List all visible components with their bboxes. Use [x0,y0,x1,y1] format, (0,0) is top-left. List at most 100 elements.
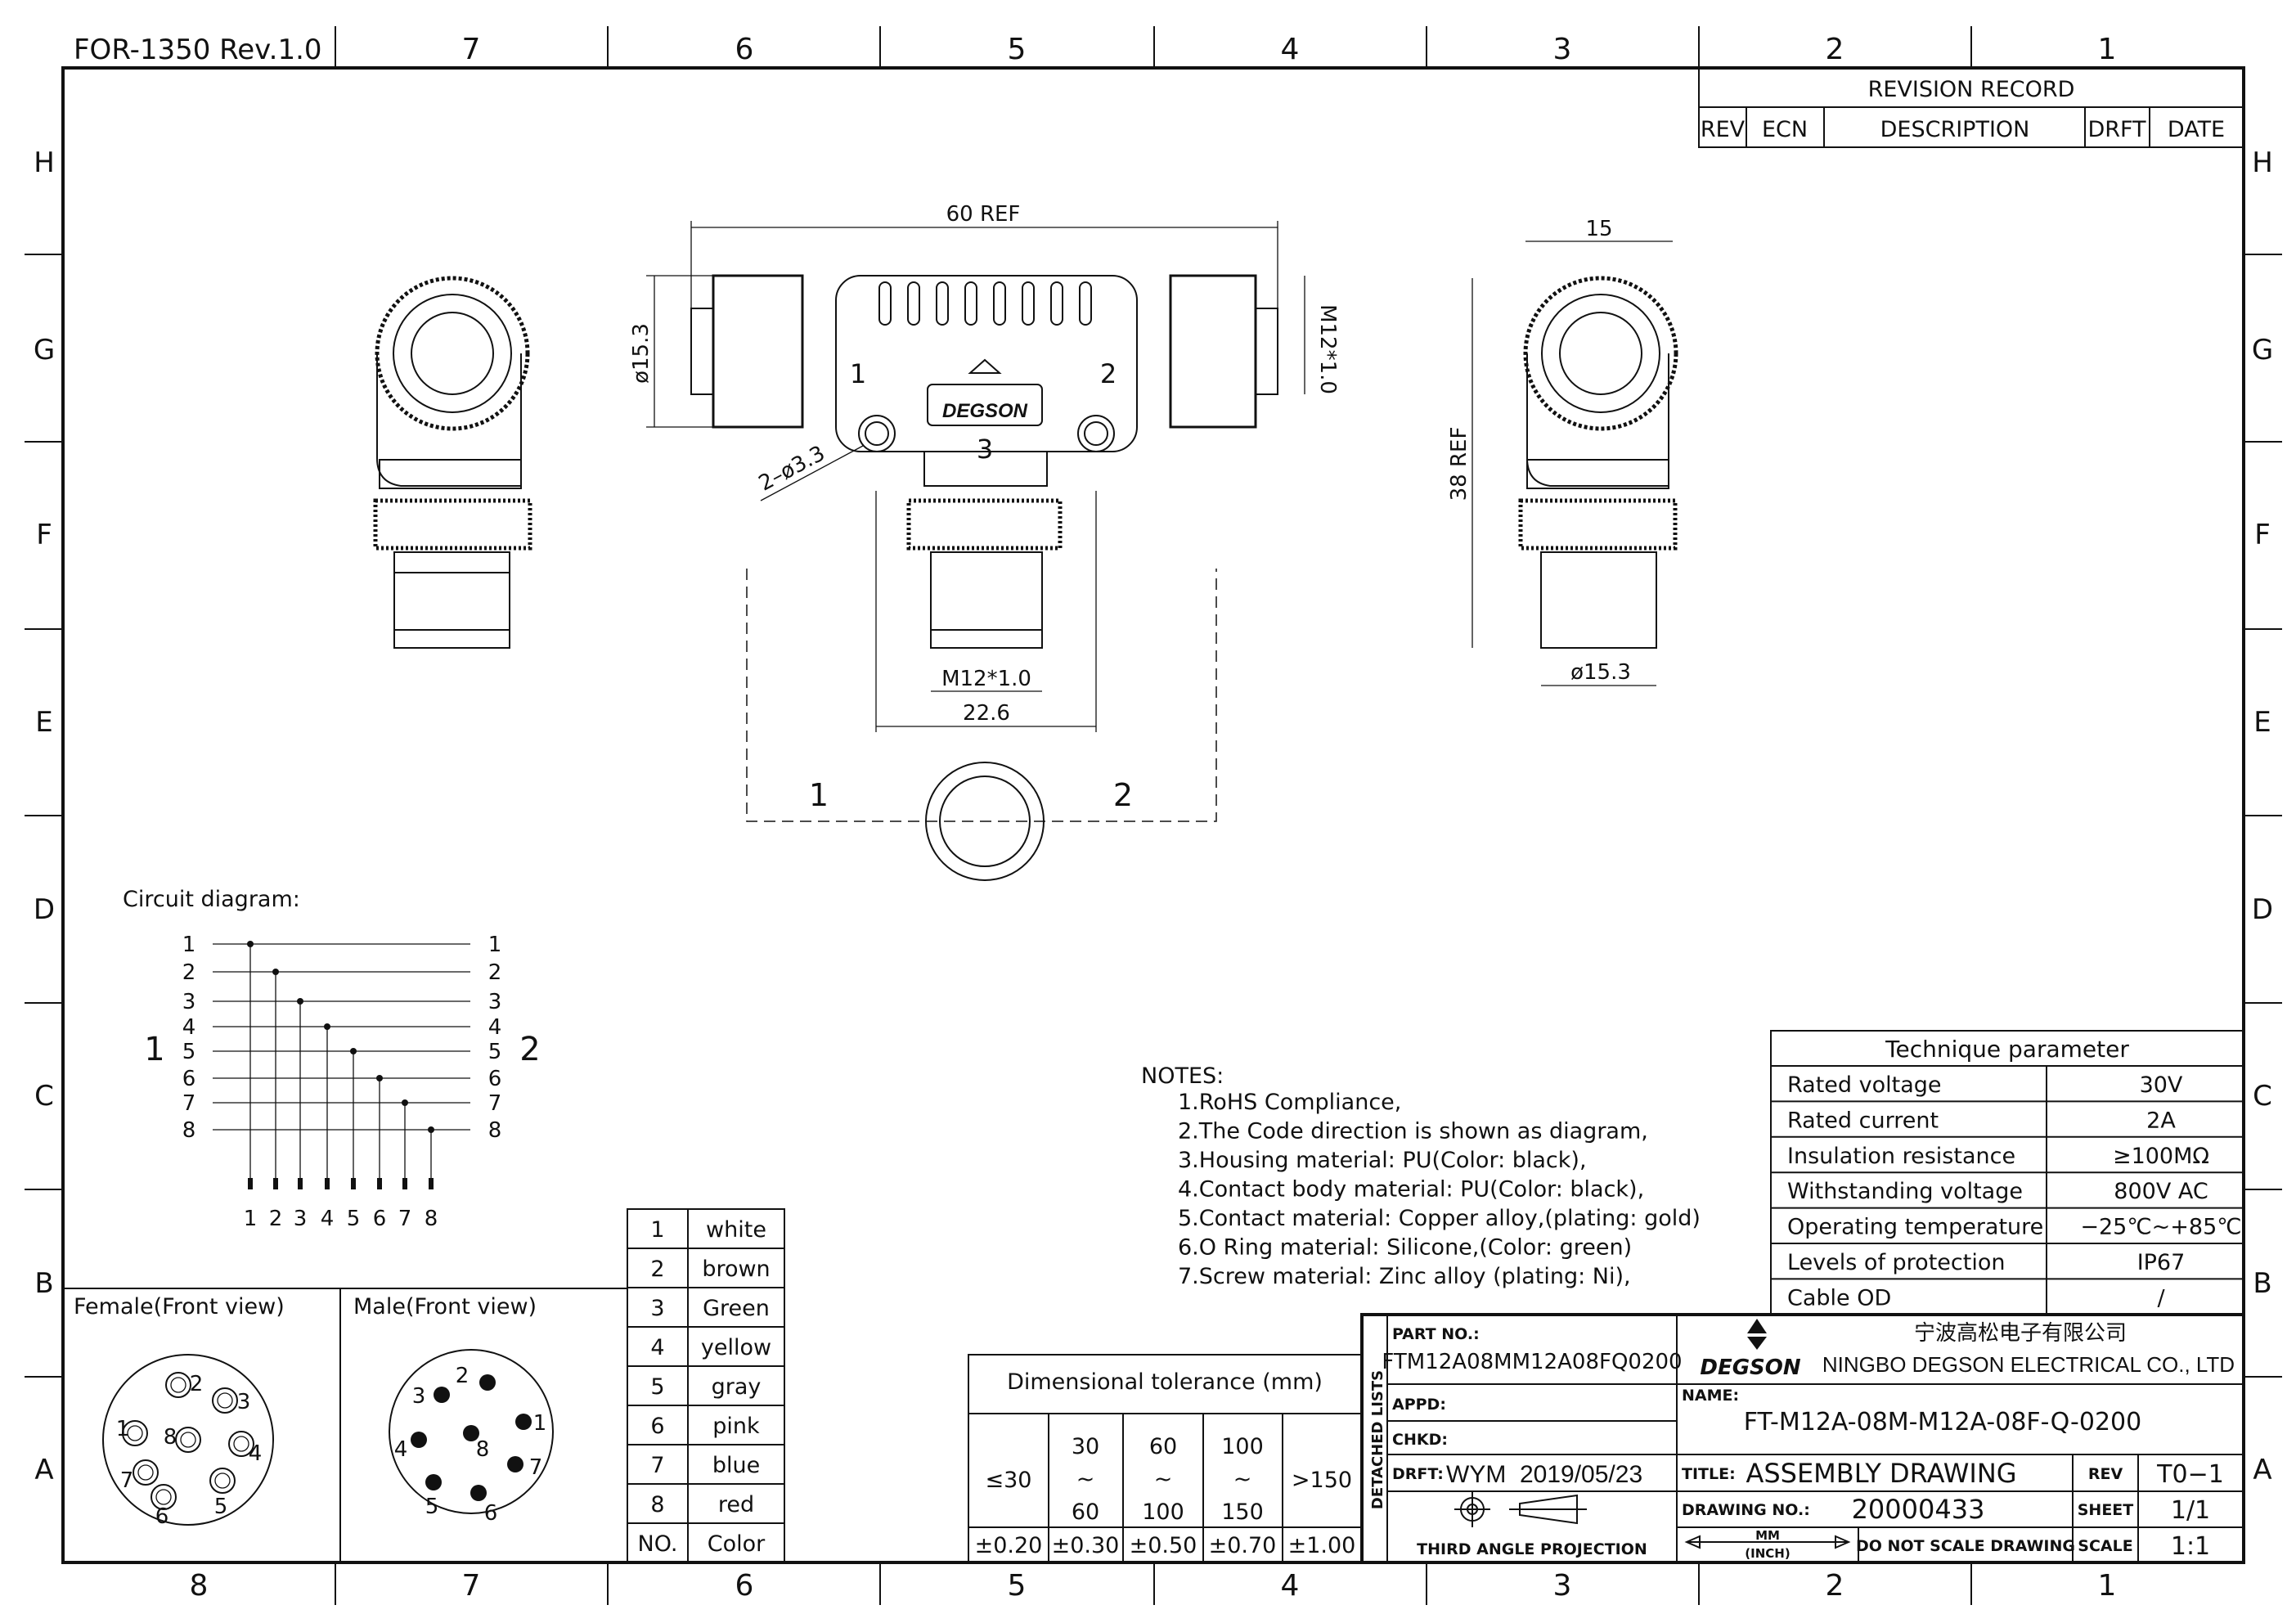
circuit-pin-bottom: 2 [269,1207,283,1231]
circuit-node [428,1126,434,1133]
wire-number: NO. [638,1531,678,1557]
male-pin [411,1432,427,1448]
row-label: A [34,1454,53,1486]
note-item: 5.Contact material: Copper alloy,(platin… [1178,1206,1701,1231]
sheet-value: 1/1 [2171,1496,2210,1525]
circuit-node [324,1023,330,1030]
tolerance-value: ±0.50 [1130,1533,1197,1558]
param-value: ≥100MΩ [2113,1144,2209,1169]
param-name: Insulation resistance [1787,1144,2015,1169]
female-pin-socket-inner [233,1436,249,1452]
female-pin-number: 3 [237,1390,251,1414]
tolerance-range: 60 [1072,1499,1099,1525]
projection-label: THIRD ANGLE PROJECTION [1417,1540,1647,1558]
part-name: FT-M12A-08M-M12A-08F-Q-0200 [1744,1408,2141,1436]
circuit-terminal [429,1178,434,1189]
circuit-terminal [248,1178,253,1189]
revision-header: REV [1701,117,1746,142]
circuit-pin-bottom: 7 [398,1207,412,1231]
param-value: −25℃~+85℃ [2080,1215,2241,1240]
revision-header: ECN [1762,117,1808,142]
appd-label: APPD: [1392,1396,1446,1414]
row-label: B [34,1267,53,1300]
circuit-pin-right: 4 [488,1015,502,1040]
circuit-side-label: 1 [144,1031,164,1068]
note-item: 6.O Ring material: Silicone,(Color: gree… [1178,1235,1632,1261]
female-pin-socket [122,1420,148,1446]
circuit-pin-left: 5 [182,1040,196,1064]
port-label: 2 [1100,358,1117,389]
dimension-side-width: 15 [1585,217,1612,241]
dimension-holes: 2–ø3.3 [755,441,829,496]
col-label: 2 [1826,33,1844,66]
tolerance-range: ≤30 [986,1468,1032,1493]
drawing-title: ASSEMBLY DRAWING [1746,1458,2016,1489]
do-not-scale-label: DO NOT SCALE DRAWING [1856,1537,2075,1555]
row-label: H [2252,146,2273,179]
circuit-title: Circuit diagram: [123,887,300,912]
dimension-bottom-width: 22.6 [963,701,1010,726]
col-label: 4 [1281,33,1300,66]
circuit-node [272,969,279,975]
circuit-pin-left: 8 [182,1118,196,1143]
female-pin-socket-inner [170,1377,186,1393]
scale-label: SCALE [2078,1537,2132,1555]
left-side-view [373,276,532,649]
tolerance-range: 60 [1149,1434,1177,1459]
circuit-pin-bottom: 5 [347,1207,361,1231]
param-value: 2A [2146,1108,2176,1133]
female-pin-number: 8 [164,1425,177,1450]
circuit-side-label: 2 [519,1031,540,1068]
front-port-label: 1 [809,777,829,813]
col-label: 7 [462,1569,481,1603]
col-label: 5 [1008,1569,1027,1603]
chkd-label: CHKD: [1392,1431,1448,1449]
female-pin-socket [133,1459,159,1486]
row-label: C [2253,1080,2272,1113]
circuit-pin-right: 7 [488,1091,502,1116]
female-pin-number: 1 [116,1417,130,1441]
unit-mm: MM [1755,1528,1780,1543]
male-pin [434,1387,450,1403]
note-item: 2.The Code direction is shown as diagram… [1178,1119,1648,1144]
female-pin-socket-inner [180,1432,196,1448]
unit-inch: (INCH) [1745,1546,1790,1561]
dimension-bottom-thread: M12*1.0 [941,667,1031,691]
col-label: 1 [2098,1569,2117,1603]
note-item: 3.Housing material: PU(Color: black), [1178,1148,1587,1173]
revision-title: REVISION RECORD [1868,77,2075,102]
female-pin-socket-inner [137,1464,154,1481]
circuit-pin-left: 7 [182,1091,196,1116]
circuit-node [247,941,254,947]
param-name: Rated voltage [1787,1072,1942,1098]
col-label: 6 [735,33,754,66]
name-label: NAME: [1682,1387,1739,1405]
degson-logo: DEGSON [1700,1319,1801,1380]
circuit-terminal [273,1178,278,1189]
tolerance-range: >150 [1292,1468,1352,1493]
drawing-number: 20000433 [1852,1494,1985,1525]
male-pin [425,1474,442,1490]
tolerance-title: Dimensional tolerance (mm) [1007,1369,1323,1395]
female-pin-number: 6 [155,1504,169,1529]
tolerance-range: 100 [1142,1499,1184,1525]
male-pin-number: 6 [484,1501,498,1526]
circuit-pin-right: 8 [488,1118,502,1143]
technique-title: Technique parameter [1885,1036,2129,1063]
circuit-terminal [298,1178,303,1189]
female-view-label: Female(Front view) [74,1294,285,1320]
wire-number: 8 [650,1492,664,1517]
body-brand-label: DEGSON [942,400,1028,422]
front-port-label: 2 [1113,777,1133,813]
wire-color: gray [712,1374,762,1400]
drft-label: DRFT: [1392,1465,1444,1483]
tolerance-value: ±1.00 [1288,1533,1356,1558]
wire-color: blue [712,1453,760,1478]
circuit-node [402,1099,408,1106]
male-view-label: Male(Front view) [353,1294,537,1320]
female-pin-number: 5 [214,1495,228,1519]
col-label: 5 [1008,33,1027,66]
col-label: 7 [462,33,481,66]
row-label: H [34,146,55,179]
